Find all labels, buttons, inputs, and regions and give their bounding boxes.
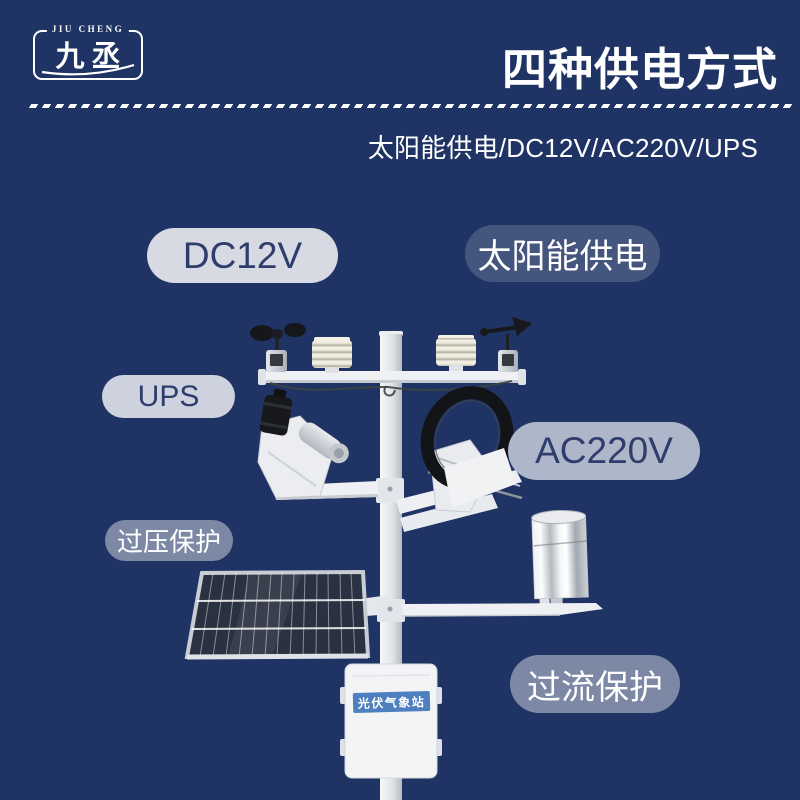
rain-gauge-cylinder: [531, 509, 589, 611]
radiation-shield-right: [436, 335, 476, 371]
camera-sensor: [257, 388, 404, 503]
solar-panel: [184, 569, 392, 660]
anemometer: [250, 323, 306, 372]
label-ups: UPS: [102, 375, 235, 418]
sunshine-sensor: [396, 386, 523, 532]
label-solar-power: 太阳能供电: [465, 225, 660, 282]
control-box: [340, 663, 442, 779]
logo-swoosh-icon: [41, 64, 135, 76]
wind-vane: [480, 316, 533, 372]
label-dc12v: DC12V: [147, 228, 338, 283]
page-title: 四种供电方式: [501, 44, 778, 95]
label-overcurrent-protection: 过流保护: [510, 655, 680, 713]
label-ac220v: AC220V: [508, 422, 700, 480]
side-arm: [377, 486, 603, 622]
subtitle: 太阳能供电/DC12V/AC220V/UPS: [367, 133, 758, 163]
brand-logo: JIU CHENG 九丞: [33, 24, 143, 80]
brand-name-cn: 九丞: [55, 41, 128, 73]
brand-name-en: JIU CHENG: [46, 24, 130, 34]
radiation-shield-left: [312, 337, 352, 373]
label-overvoltage-protection: 过压保护: [105, 520, 233, 561]
station-cabinet-label: 光伏气象站: [352, 690, 431, 714]
